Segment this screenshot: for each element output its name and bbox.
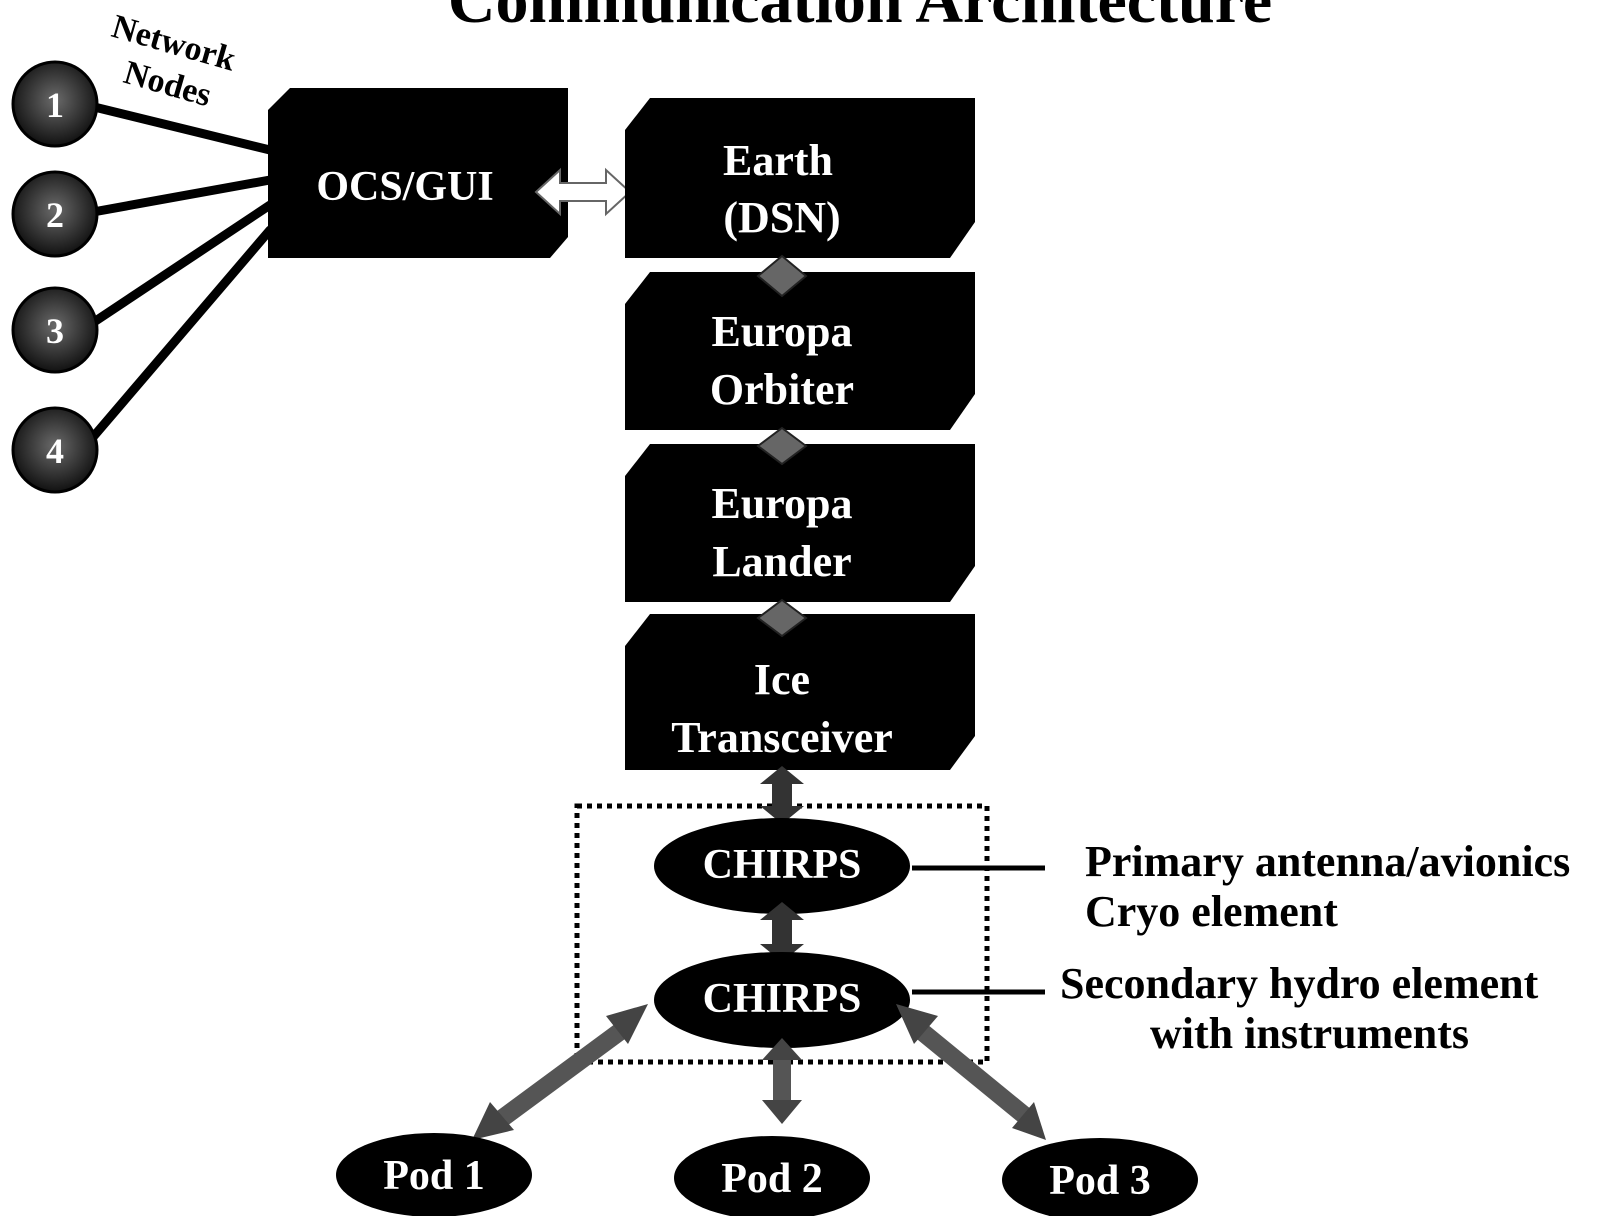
node-link-3 [77,200,275,335]
europa-lander-box[interactable]: Europa Lander [625,444,975,602]
node-4-label: 4 [46,431,64,471]
pod-3[interactable]: Pod 3 [1002,1138,1198,1216]
pod2-arrowhead-top [762,1038,802,1060]
europa-lander-line1: Europa [711,479,852,528]
pod1-arrowhead-top [606,1004,648,1044]
pod3-arrowhead-bottom [1012,1102,1046,1140]
europa-orbiter-line1: Europa [711,307,852,356]
connector-lander-transceiver [756,598,808,638]
pod-1-label: Pod 1 [383,1153,485,1199]
node-4[interactable]: 4 [11,406,99,494]
secondary-note-line1: Secondary hydro element [1060,959,1539,1008]
pod3-arrow-shaft [914,1023,1036,1127]
connector-earth-orbiter [756,254,808,298]
node-2[interactable]: 2 [11,170,99,258]
ocs-gui-box[interactable]: OCS/GUI [268,88,568,258]
chirps-primary-label: CHIRPS [703,842,862,888]
secondary-note-line2: with instruments [1150,1009,1469,1058]
earth-dsn-line1: Earth [723,136,833,185]
pod-2[interactable]: Pod 2 [674,1136,870,1216]
europa-orbiter-box[interactable]: Europa Orbiter [625,272,975,430]
node-links [77,99,275,455]
europa-orbiter-line2: Orbiter [710,365,854,414]
pod-3-label: Pod 3 [1049,1158,1151,1204]
connector-orbiter-lander [756,426,808,466]
node-link-1 [77,99,275,155]
transceiver-chirps-arrow [760,766,804,824]
node-3[interactable]: 3 [11,286,99,374]
pod1-arrow-shaft [494,1022,628,1128]
chain-connectors [756,254,808,638]
primary-note-line2: Cryo element [1085,887,1338,936]
primary-note-line1: Primary antenna/avionics [1085,837,1570,886]
node-2-label: 2 [46,195,64,235]
node-3-label: 3 [46,311,64,351]
node-link-4 [77,225,275,455]
chirps-secondary[interactable]: CHIRPS [654,952,910,1048]
node-1-label: 1 [46,85,64,125]
pod3-arrowhead-top [896,1004,938,1044]
ice-transceiver-line1: Ice [754,655,810,704]
pod-2-label: Pod 2 [721,1156,823,1202]
pod-1[interactable]: Pod 1 [336,1133,532,1216]
pod2-arrowhead-bottom [762,1100,802,1124]
ocs-gui-label: OCS/GUI [316,164,493,210]
ice-transceiver-line2: Transceiver [671,713,893,762]
ice-transceiver-box[interactable]: Ice Transceiver [625,614,975,770]
earth-dsn-box[interactable]: Earth (DSN) [625,98,975,258]
pod1-arrowhead-bottom [472,1102,514,1140]
pod-arrowheads [472,1004,1046,1140]
chirps-primary[interactable]: CHIRPS [654,818,910,914]
node-link-2 [77,175,275,219]
node-1[interactable]: 1 [11,60,99,148]
earth-dsn-line2: (DSN) [723,193,840,242]
chirps-secondary-label: CHIRPS [703,976,862,1022]
page-title: Communication Architecture [448,0,1272,37]
europa-lander-line2: Lander [712,537,851,586]
